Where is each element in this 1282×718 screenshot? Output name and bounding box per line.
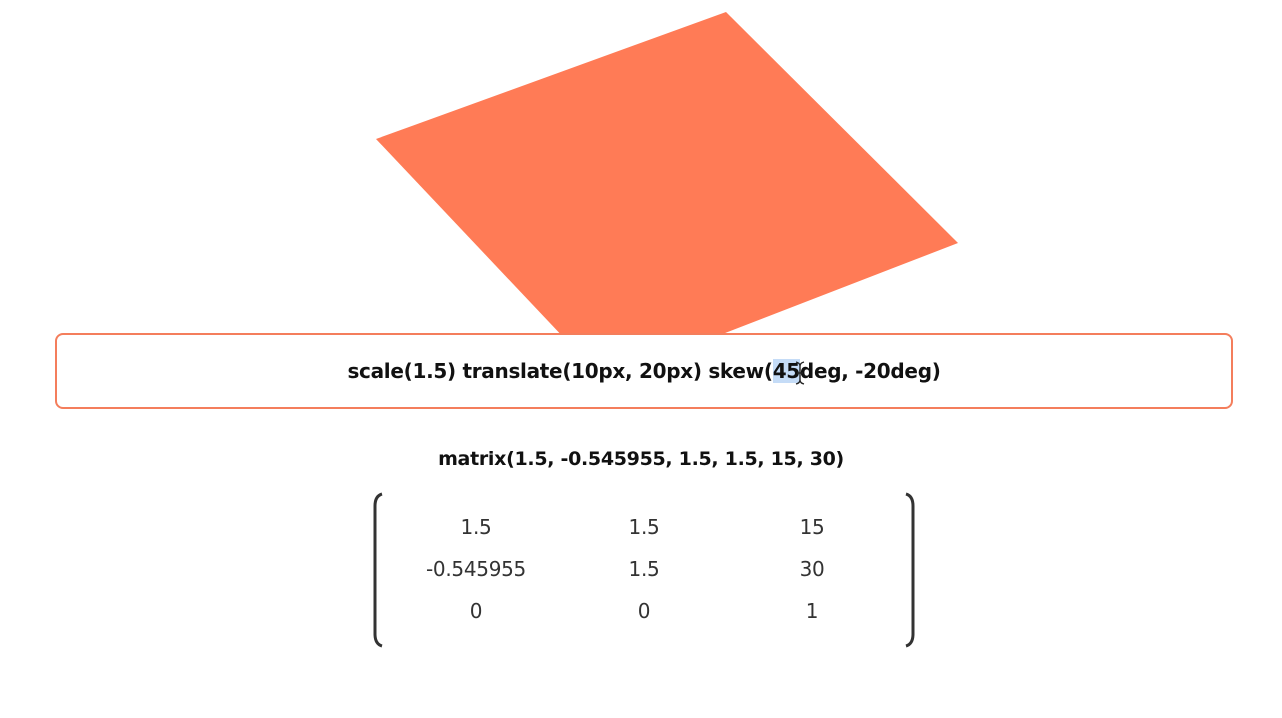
matrix-cell: 15 xyxy=(799,515,825,539)
transform-text-before: scale(1.5) translate(10px, 20px) skew( xyxy=(347,359,773,383)
matrix-cell: -0.545955 xyxy=(426,557,526,581)
transform-text-after: deg, -20deg) xyxy=(799,359,941,383)
matrix-cell: 0 xyxy=(469,599,483,623)
transform-input[interactable]: scale(1.5) translate(10px, 20px) skew(45… xyxy=(55,333,1233,409)
matrix-cell: 1.5 xyxy=(628,515,660,539)
left-bracket xyxy=(373,492,383,648)
right-bracket xyxy=(905,492,915,648)
matrix-grid: 1.5 1.5 15 -0.545955 1.5 30 0 0 1 xyxy=(392,506,896,632)
matrix-cell: 1.5 xyxy=(460,515,492,539)
matrix-cell: 0 xyxy=(637,599,651,623)
matrix-title: matrix(1.5, -0.545955, 1.5, 1.5, 15, 30) xyxy=(438,448,844,470)
transform-input-text[interactable]: scale(1.5) translate(10px, 20px) skew(45… xyxy=(347,359,941,385)
transform-text-selection: 45 xyxy=(772,359,800,383)
matrix-cell: 1.5 xyxy=(628,557,660,581)
matrix-cell: 1 xyxy=(805,599,819,623)
matrix-display: 1.5 1.5 15 -0.545955 1.5 30 0 0 1 xyxy=(372,492,916,648)
transformed-square xyxy=(376,12,958,340)
matrix-cell: 30 xyxy=(799,557,825,581)
transformed-square-shape xyxy=(376,12,958,340)
